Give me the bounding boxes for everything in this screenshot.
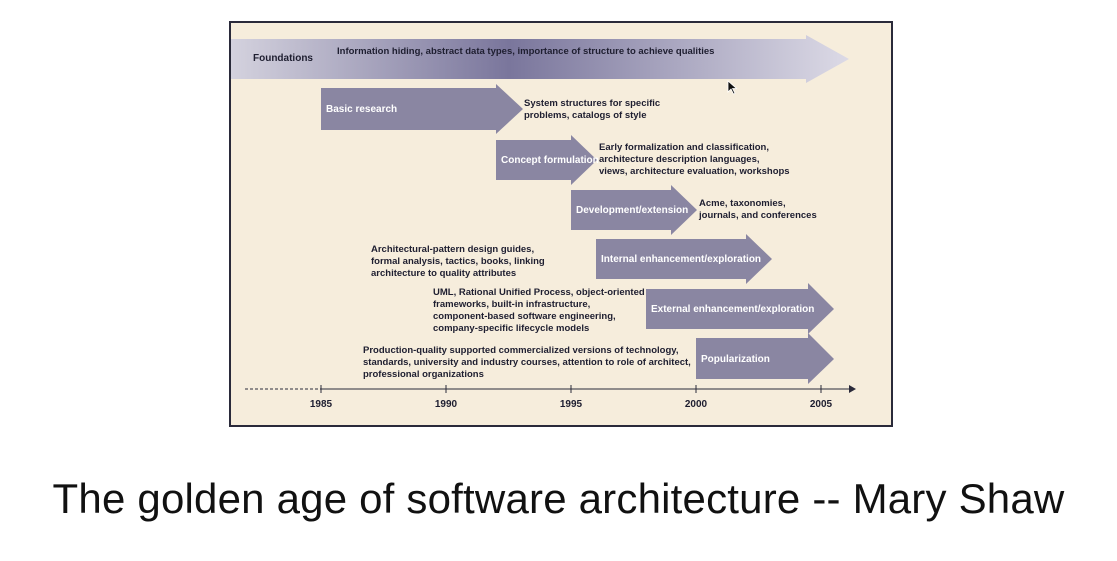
phase-label-concept-formulation: Concept formulation bbox=[501, 155, 599, 166]
internal-enhancement-arrow bbox=[596, 234, 772, 284]
phase-desc-external-enhancement-line2: frameworks, built-in infrastructure, bbox=[433, 299, 590, 310]
phase-label-internal-enhancement: Internal enhancement/exploration bbox=[601, 254, 761, 265]
phase-label-foundations: Foundations bbox=[253, 53, 313, 64]
phase-desc-concept-formulation-line1: Early formalization and classification, bbox=[599, 142, 769, 153]
phase-desc-external-enhancement-line1: UML, Rational Unified Process, object-or… bbox=[433, 287, 645, 298]
phase-desc-popularization-line2: standards, university and industry cours… bbox=[363, 357, 691, 368]
phase-label-external-enhancement: External enhancement/exploration bbox=[651, 304, 814, 315]
phase-label-development-extension: Development/extension bbox=[576, 205, 688, 216]
phase-label-popularization: Popularization bbox=[701, 354, 770, 365]
phase-desc-popularization-line1: Production-quality supported commerciali… bbox=[363, 345, 678, 356]
phase-desc-external-enhancement-line4: company-specific lifecycle models bbox=[433, 323, 589, 334]
development-extension-arrow bbox=[571, 185, 697, 235]
phase-desc-internal-enhancement-line2: formal analysis, tactics, books, linking bbox=[371, 256, 545, 267]
axis-ticks bbox=[320, 385, 822, 393]
phase-desc-concept-formulation-line3: views, architecture evaluation, workshop… bbox=[599, 166, 790, 177]
phase-desc-basic-research-line1: System structures for specific bbox=[524, 98, 660, 109]
foundations-arrow bbox=[231, 35, 849, 83]
axis-label-1985: 1985 bbox=[310, 399, 333, 410]
axis-label-2005: 2005 bbox=[810, 399, 833, 410]
axis-arrowhead bbox=[849, 385, 856, 393]
popularization-arrow bbox=[696, 333, 834, 384]
phase-label-basic-research: Basic research bbox=[326, 104, 397, 115]
concept-formulation-arrow bbox=[496, 135, 597, 185]
external-enhancement-arrow bbox=[646, 283, 834, 334]
phase-desc-external-enhancement-line3: component-based software engineering, bbox=[433, 311, 616, 322]
phase-desc-basic-research-line2: problems, catalogs of style bbox=[524, 110, 646, 121]
phase-desc-internal-enhancement-line3: architecture to quality attributes bbox=[371, 268, 516, 279]
mouse-pointer-icon bbox=[727, 80, 738, 95]
phase-desc-internal-enhancement-line1: Architectural-pattern design guides, bbox=[371, 244, 534, 255]
phase-desc-development-extension-line2: journals, and conferences bbox=[698, 210, 817, 221]
basic-research-arrow bbox=[321, 84, 523, 134]
axis-label-1995: 1995 bbox=[560, 399, 583, 410]
axis-label-1990: 1990 bbox=[435, 399, 458, 410]
timeline-diagram: Foundations Information hiding, abstract… bbox=[231, 35, 856, 410]
phase-desc-foundations-line1: Information hiding, abstract data types,… bbox=[337, 46, 714, 57]
phase-desc-popularization-line3: professional organizations bbox=[363, 369, 484, 380]
phase-desc-development-extension-line1: Acme, taxonomies, bbox=[699, 198, 786, 209]
axis-label-2000: 2000 bbox=[685, 399, 708, 410]
timeline-figure: Foundations Information hiding, abstract… bbox=[229, 21, 893, 427]
slide-caption: The golden age of software architecture … bbox=[52, 475, 1065, 522]
phase-desc-concept-formulation-line2: architecture description languages, bbox=[599, 154, 760, 165]
